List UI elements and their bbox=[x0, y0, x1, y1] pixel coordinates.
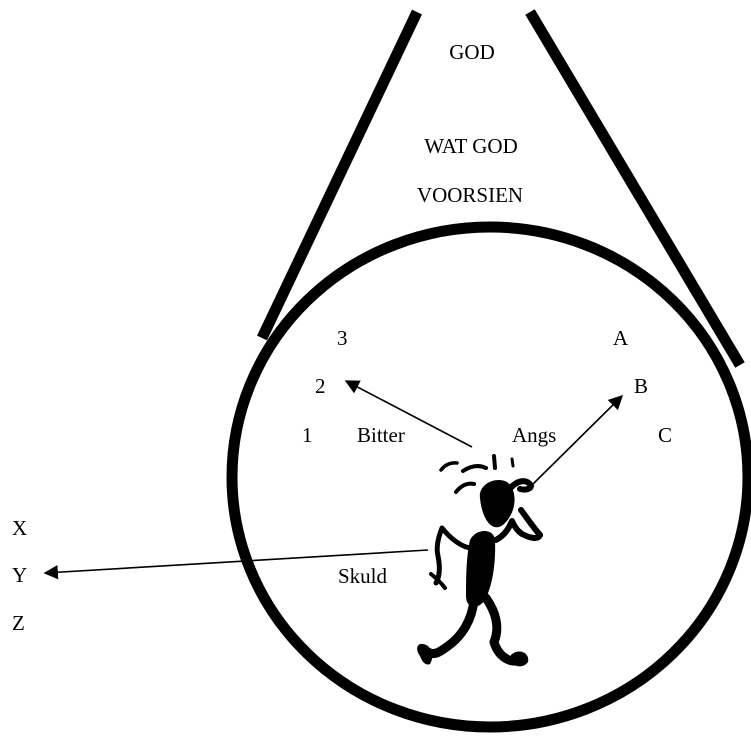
arrow-angs bbox=[532, 394, 624, 485]
number-3: 3 bbox=[337, 326, 348, 350]
letter-y: Y bbox=[12, 563, 27, 587]
worried-figure-icon bbox=[417, 454, 543, 667]
number-1: 1 bbox=[302, 423, 313, 447]
letter-x: X bbox=[12, 516, 27, 540]
arrow-skuld bbox=[43, 549, 429, 580]
letter-c: C bbox=[658, 423, 672, 447]
label-wat-god: WAT GOD bbox=[424, 134, 518, 158]
label-voorsien: VOORSIEN bbox=[417, 183, 523, 207]
life-circle bbox=[226, 221, 751, 733]
arrow-bitter bbox=[344, 380, 473, 448]
label-angs: Angs bbox=[512, 423, 556, 447]
label-skuld: Skuld bbox=[338, 564, 388, 588]
cone-right-line bbox=[525, 9, 745, 368]
letter-a: A bbox=[613, 326, 629, 350]
letter-b: B bbox=[634, 374, 648, 398]
letter-z: Z bbox=[12, 611, 25, 635]
cone-left-line bbox=[257, 9, 422, 341]
number-2: 2 bbox=[315, 374, 326, 398]
label-god: GOD bbox=[449, 40, 495, 64]
label-bitter: Bitter bbox=[357, 423, 405, 447]
